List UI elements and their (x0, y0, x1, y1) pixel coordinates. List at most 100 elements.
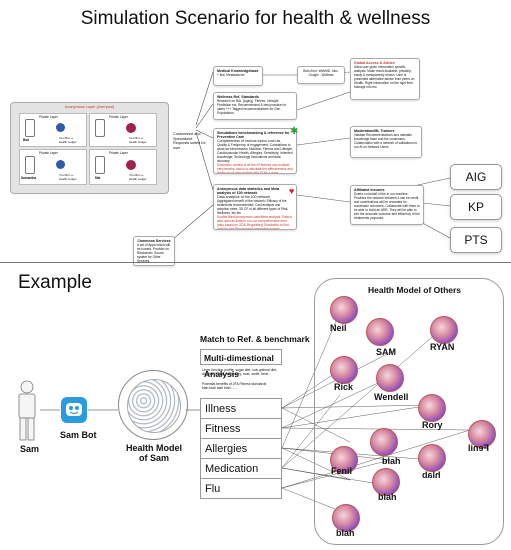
category-allergies: Allergies (200, 439, 282, 459)
health-node-fenil (330, 446, 358, 474)
card-title: Affiliated Insurers (354, 188, 385, 192)
others-panel (314, 278, 504, 545)
insurer-box-kp: KP (450, 194, 502, 220)
node-label-rory: Rory (422, 420, 443, 430)
insurer-box-aig: AIG (450, 164, 502, 190)
category-list: Illness Fitness Allergies Medication Flu (200, 398, 282, 499)
card-lines: Quality & Frequency of engagement; Corre… (217, 143, 293, 163)
card-title: Simulations benchmarking & reference for… (217, 131, 290, 139)
bot-label-sambot: Sam Bot (60, 430, 97, 440)
card-title: Commons Services (137, 239, 171, 243)
user-figure-icon (95, 156, 105, 174)
health-node-blah-2 (372, 468, 400, 496)
health-node-sam (366, 318, 394, 346)
health-node-blah-1 (370, 428, 398, 456)
example-connectors (40, 311, 471, 516)
user-figure-icon (25, 119, 35, 137)
category-medication: Medication (200, 459, 282, 479)
user-card-2 (89, 113, 157, 147)
card-lines: A set of Apps which will be hosted. Prov… (137, 243, 170, 263)
card-title: Anonymous data statistics and Meta analy… (217, 187, 280, 195)
card-sub: Data analytics of the 100 network (217, 195, 271, 199)
anonymous-analytics-card: Anonymous data statistics and Meta analy… (213, 184, 297, 230)
bots-card: Bots from: WebMD, Idoc, Google - Wolfram (297, 66, 345, 84)
your-bot-label: Your Bot ++ Health Ledger (129, 173, 147, 181)
health-model-sam-graphic (118, 370, 188, 440)
card-title: Medical Knowledgebase (217, 69, 259, 73)
health-model-sam-label: Health Model of Sam (125, 443, 182, 463)
node-label-rick: Rick (334, 382, 354, 392)
private-layer-label: Private Layer (109, 151, 128, 155)
health-node-wendell (376, 364, 404, 392)
insurer-box-pts: PTS (450, 227, 502, 253)
health-node-hlab (418, 444, 446, 472)
node-label-sam: SAM (376, 347, 396, 357)
detail-text-2: Potential benefits of 2FA Fitness standa… (202, 382, 267, 390)
node-label-hlab: hlab (422, 470, 441, 480)
card-lines: Aggregated benefit of the network; Effic… (217, 199, 289, 215)
health-node-rick (330, 356, 358, 384)
card-red-note: Simulation consist of all ten KPIs/trees… (217, 163, 293, 174)
card-title: Global Access & Advice (354, 61, 395, 65)
scenario-title: Simulation Scenario for health & wellnes… (80, 8, 431, 29)
multi-analysis-header: Multi-dimestional Analysis (200, 349, 282, 379)
example-title: Example (18, 272, 92, 293)
your-bot-label: Your Bot ++ Health Ledger (59, 136, 77, 144)
health-node-rory (418, 394, 446, 422)
health-node-neil (330, 296, 358, 324)
global-access-card: Global Access & Advice Allow user given … (350, 58, 420, 100)
user-name-mia: Mia (95, 176, 101, 180)
node-label-ryan: RYAN (430, 342, 455, 352)
card-sub: Completeness of various topics such as (217, 139, 281, 143)
node-label-blah-2: blah (378, 492, 397, 502)
anonymous-layer-label: Anonymous Layer (Userpool) (64, 105, 115, 109)
anonymous-layer-panel: Anonymous Layer (Userpool) Private Layer… (10, 102, 169, 194)
user-name-bob: Bob (23, 138, 30, 142)
wellness-standards-card: Wellness Ref. Standards Research on BAL … (213, 92, 297, 120)
health-node-ryan (430, 316, 458, 344)
card-sub: + Bot, Metadata etc (217, 73, 245, 77)
private-layer-label: Private Layer (39, 151, 58, 155)
match-header: Match to Ref. & benchmark (200, 334, 310, 344)
lock-icon (56, 160, 65, 169)
health-model-sphere (127, 379, 181, 433)
node-label-blah-3: blah (336, 528, 355, 538)
scenario-connectors (171, 71, 451, 241)
private-layer-label: Private Layer (109, 115, 128, 119)
lock-icon (56, 123, 65, 132)
card-lines: Research on BAL (Aging), Fitness, Lifest… (217, 99, 287, 115)
gear-icon: ✱ (290, 126, 299, 137)
card-lines: Validate Recommendations and maintain kn… (354, 133, 418, 149)
card-lines: Allow user given information specific an… (354, 65, 415, 89)
health-node-fenil-mirror (468, 420, 496, 448)
card-text: Bots from: WebMD, Idoc, Google - Wolfram (303, 69, 339, 77)
affiliated-insurers-card: Affiliated Insurers Exerts on behalf of … (350, 185, 424, 225)
node-label-wendell: Wendell (374, 392, 409, 402)
user-card-1 (19, 113, 87, 147)
card-title: Wellness Ref. Standards (217, 95, 259, 99)
category-illness: Illness (200, 399, 282, 419)
customized-requests-text: Customized and Specialized Requests suit… (173, 132, 206, 150)
node-label-fenil: Fenil (331, 466, 353, 476)
your-bot-label: Your Bot ++ Health Ledger (59, 173, 77, 181)
moderation-card: Moderation/ML Trainers Validate Recommen… (350, 126, 422, 158)
card-title: Moderation/ML Trainers (354, 129, 395, 133)
user-card-4 (89, 149, 157, 185)
card-red-note: Double Blind/Anonymous data/Meta analysi… (217, 215, 292, 230)
your-bot-label: Your Bot ++ Health Ledger (129, 136, 147, 144)
robot-icon (61, 397, 87, 423)
node-label-neil: Neil (330, 323, 347, 333)
user-card-3 (19, 149, 87, 185)
medical-knowledgebase-card: Medical Knowledgebase + Bot, Metadata et… (213, 66, 263, 86)
user-figure-icon (95, 119, 105, 137)
heart-icon: ♥ (289, 186, 295, 196)
category-flu: Flu (200, 479, 282, 499)
person-icon (18, 380, 36, 441)
section-divider (0, 262, 511, 263)
person-label-sam: Sam (20, 444, 40, 454)
node-label-fenil-mirror: Fenil (468, 443, 490, 453)
bot-ledger-icon (126, 160, 136, 170)
benchmark-card: Simulations benchmarking & reference for… (213, 128, 297, 174)
bot-ledger-icon (126, 123, 136, 133)
common-services-card: Commons Services A set of Apps which wil… (133, 236, 175, 266)
